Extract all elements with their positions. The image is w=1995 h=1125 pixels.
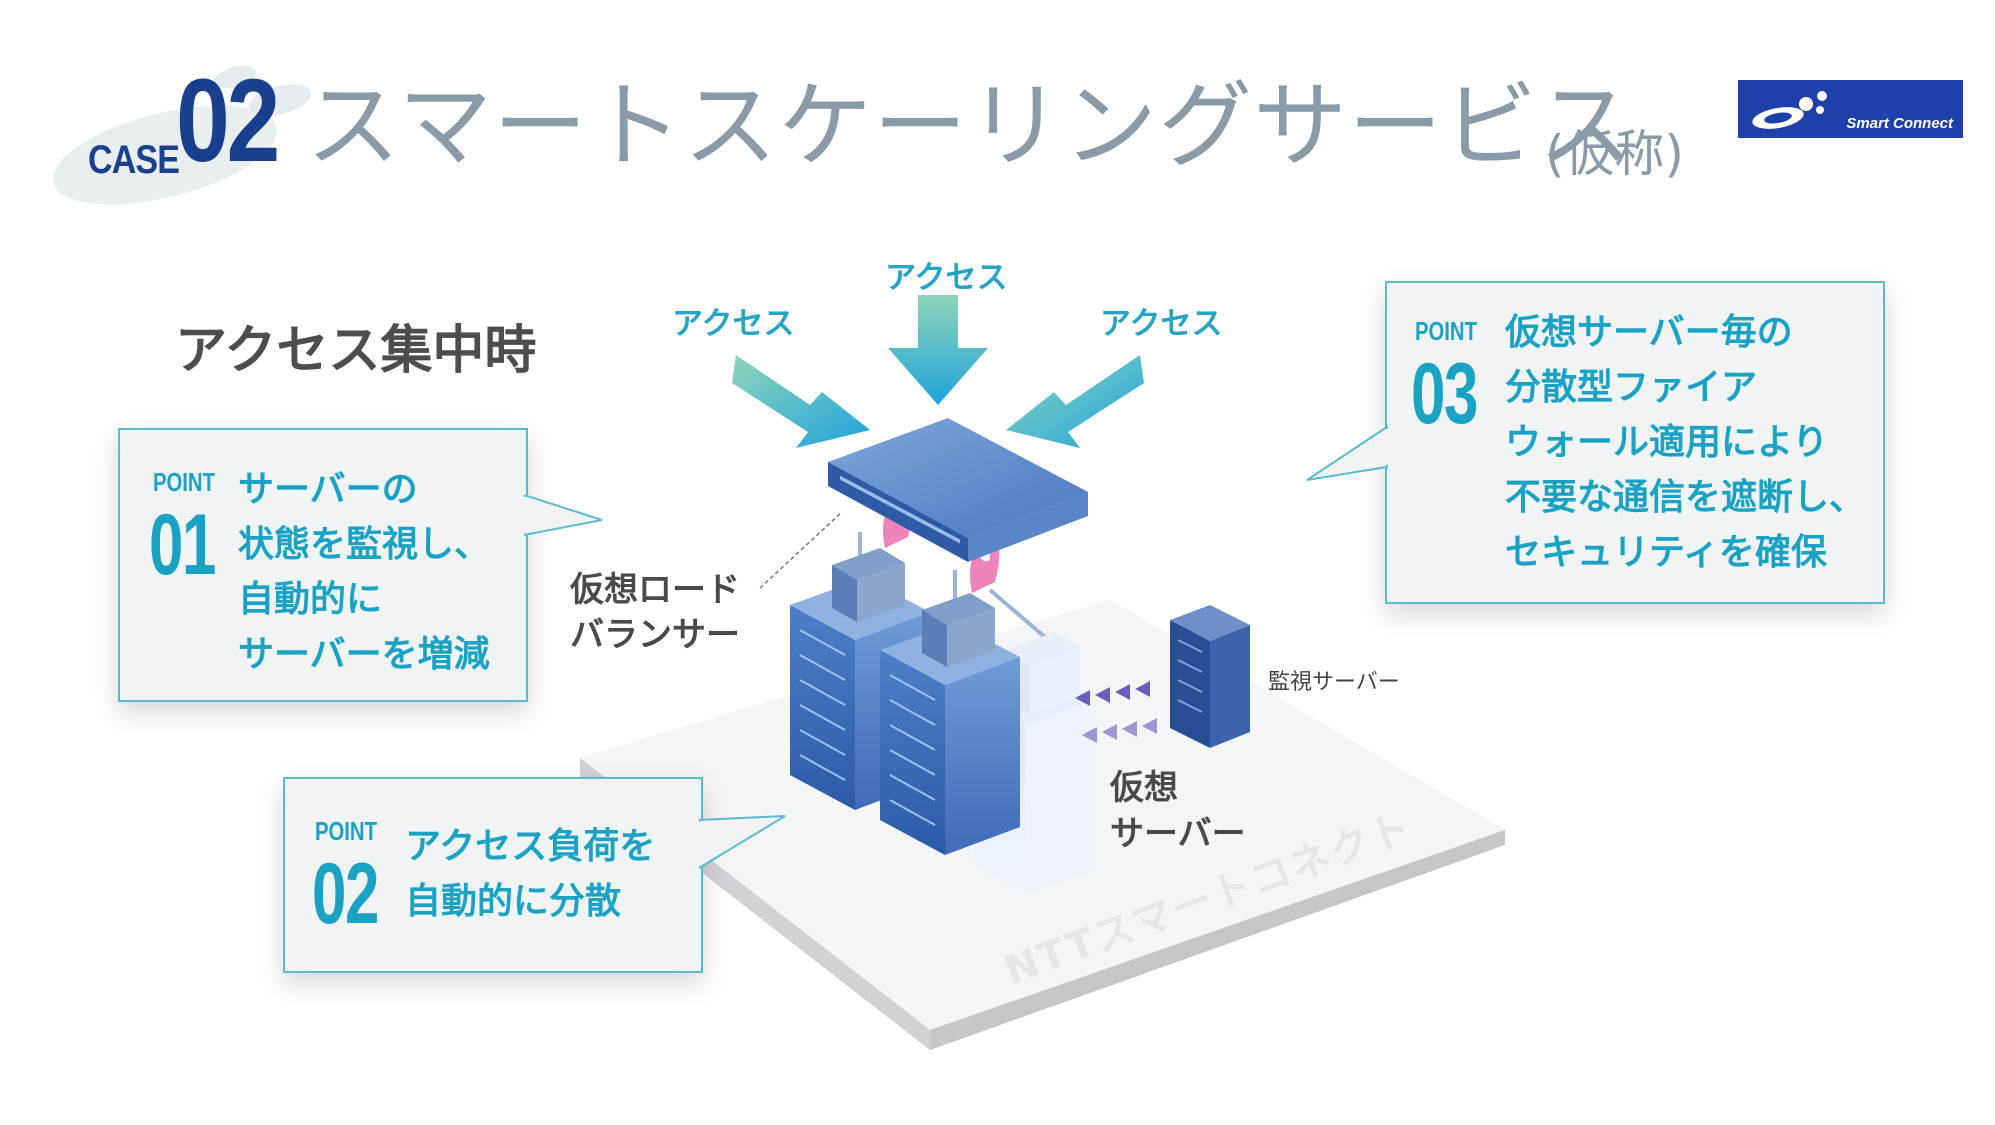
point-03-line-5: セキュリティを確保 — [1505, 532, 1827, 573]
point-03-line-3: ウォール適用により — [1505, 422, 1829, 463]
logo-mark-icon — [1752, 91, 1827, 129]
load-balancer-label-line-2: バランサー — [570, 615, 740, 655]
point-02-number: 02 — [312, 846, 379, 942]
point-03-callout: POINT 03 仮想サーバー毎の 分散型ファイア ウォール適用により 不要な通… — [1385, 281, 1885, 604]
monitor-server-label: 監視サーバー — [1268, 670, 1400, 695]
point-01-number: 01 — [149, 497, 216, 593]
point-02-pointer — [699, 815, 786, 870]
access-label-right: アクセス — [1100, 306, 1223, 342]
point-01-pointer — [524, 495, 603, 537]
point-02-head: POINT — [315, 816, 377, 846]
point-01-line-2: 状態を監視し、 — [238, 524, 491, 565]
point-03-line-1: 仮想サーバー毎の — [1505, 312, 1793, 353]
point-01-text: サーバーの 状態を監視し、 自動的に サーバーを増減 — [238, 462, 490, 682]
monitor-server — [1170, 605, 1250, 748]
point-03-number: 03 — [1411, 346, 1478, 442]
monitor-signal-arrows — [1075, 681, 1157, 743]
point-02-line-1: アクセス負荷を — [405, 826, 656, 867]
access-arrow-center — [888, 295, 988, 405]
point-01-line-1: サーバーの — [238, 469, 418, 510]
point-03-line-4: 不要な通信を遮断し、 — [1505, 477, 1866, 518]
point-01-line-3: 自動的に — [238, 579, 383, 620]
point-03-line-2: 分散型ファイア — [1505, 367, 1758, 408]
access-arrow-left — [732, 355, 870, 448]
load-balancer-device — [828, 418, 1088, 562]
case-label: CASE — [88, 138, 180, 182]
virtual-server-label-line-2: サーバー — [1110, 814, 1246, 854]
access-label-center: アクセス — [885, 260, 1008, 296]
load-balancer-label: 仮想ロード バランサー — [570, 568, 740, 658]
point-03-text: 仮想サーバー毎の 分散型ファイア ウォール適用により 不要な通信を遮断し、 セキ… — [1505, 305, 1865, 580]
load-balancer-leader — [759, 511, 843, 589]
page-title-suffix: (仮称) — [1545, 125, 1685, 183]
load-balancer-label-line-1: 仮想ロード — [570, 570, 740, 610]
page-title: スマートスケーリングサービス — [306, 72, 1634, 181]
point-02-callout: POINT 02 アクセス負荷を 自動的に分散 — [283, 777, 703, 973]
logo-text: Smart Connect — [1846, 115, 1953, 132]
virtual-server-label-line-1: 仮想 — [1110, 768, 1178, 808]
point-02-text: アクセス負荷を 自動的に分散 — [405, 819, 655, 929]
point-01-callout: POINT 01 サーバーの 状態を監視し、 自動的に サーバーを増減 — [118, 428, 528, 702]
point-03-pointer — [1306, 425, 1389, 481]
smart-connect-logo: Smart Connect — [1738, 80, 1963, 138]
scene-title: アクセス集中時 — [175, 321, 537, 381]
point-02-line-2: 自動的に分散 — [405, 881, 622, 922]
point-03-head: POINT — [1415, 316, 1477, 346]
case-number: 02 — [176, 55, 280, 187]
virtual-server-label: 仮想 サーバー — [1110, 765, 1246, 857]
access-arrow-right — [1006, 355, 1144, 448]
point-01-line-4: サーバーを増減 — [238, 634, 490, 675]
access-label-left: アクセス — [672, 306, 795, 342]
case-badge-background — [52, 65, 312, 205]
point-01-head: POINT — [153, 467, 215, 497]
